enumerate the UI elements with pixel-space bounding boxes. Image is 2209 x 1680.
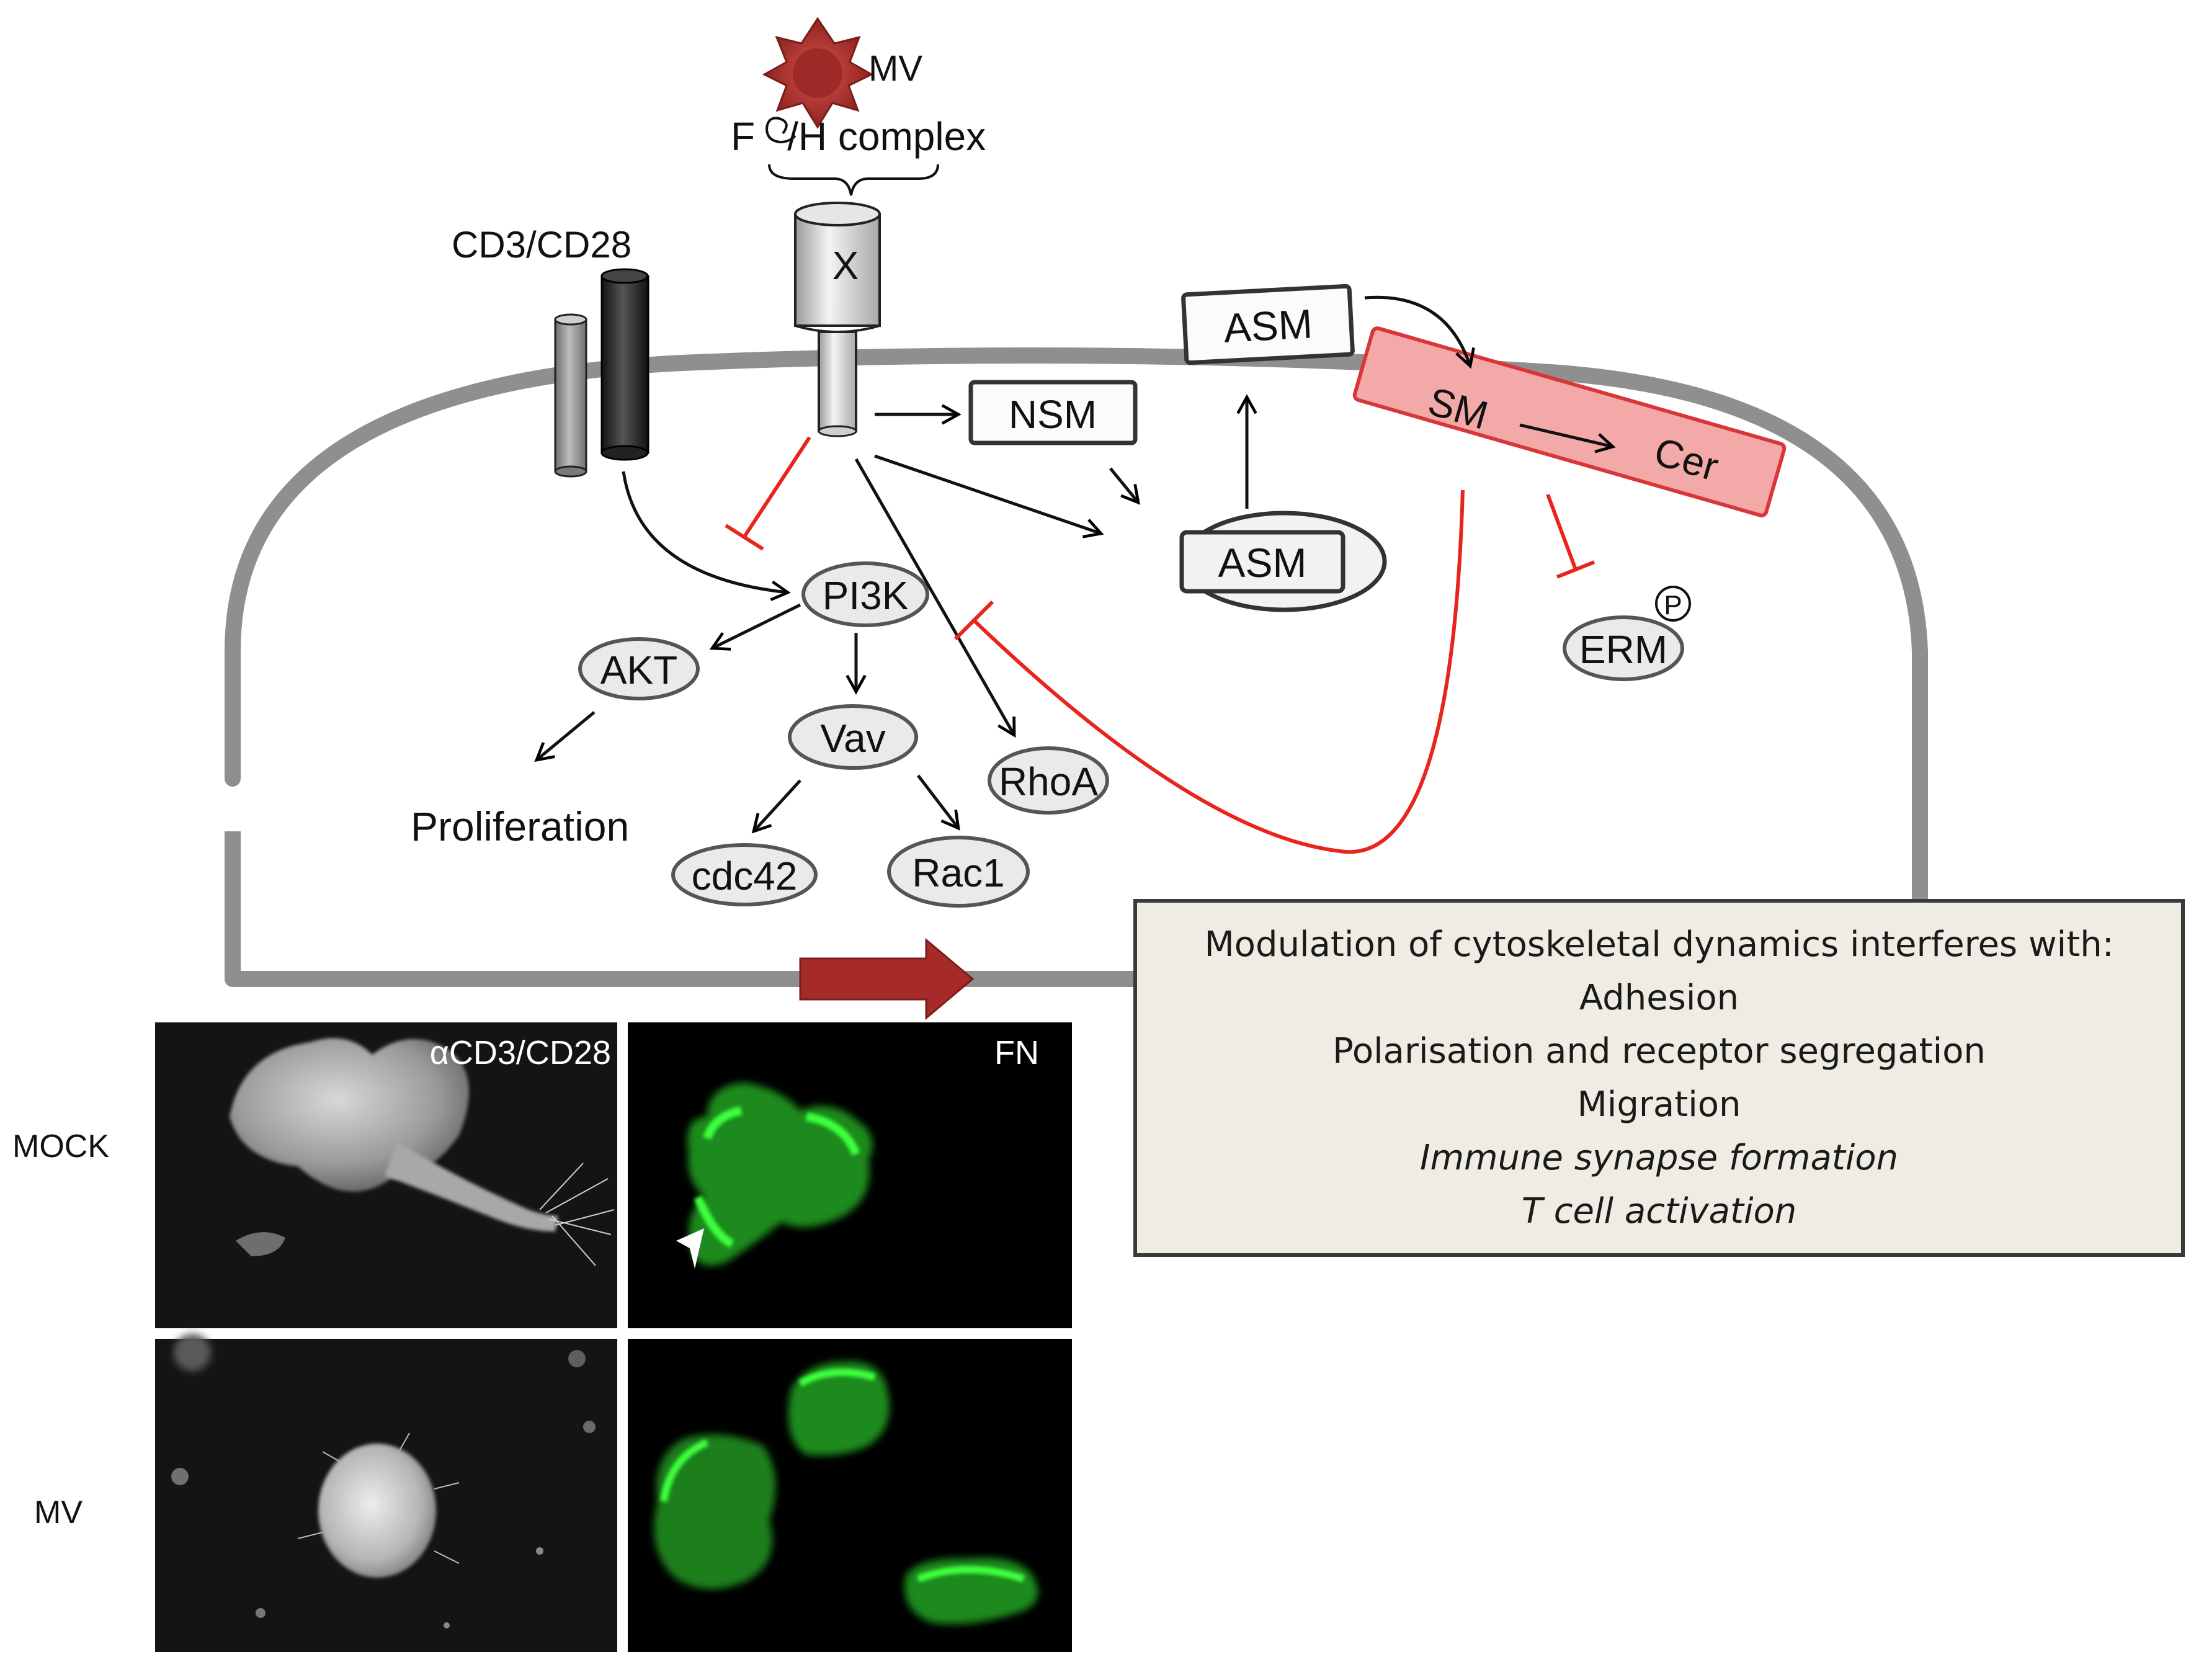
akt-node: AKT — [578, 637, 700, 700]
complex-curl-icon — [765, 117, 797, 144]
svg-text:ERM: ERM — [1579, 627, 1667, 672]
em-column-label: αCD3/CD28 — [430, 1034, 611, 1071]
arrow-x-to-rhoa — [854, 458, 1016, 738]
vav-node: Vav — [788, 704, 918, 770]
summary-box: Modulation of cytoskeletal dynamics inte… — [1133, 899, 2185, 1257]
asm-inner-box — [1179, 530, 1345, 594]
pi3k-node: PI3K — [801, 561, 929, 627]
asm-top-box — [1181, 284, 1355, 365]
inhibit-cer-to-erm — [1546, 493, 1578, 571]
cd3-receptor — [554, 313, 587, 478]
measles-virus-icon — [762, 17, 874, 129]
receptor-x — [794, 202, 881, 437]
inhibit-cer-loop — [972, 489, 1465, 854]
summary-title: Modulation of cytoskeletal dynamics inte… — [1204, 924, 2114, 965]
proliferation-label: Proliferation — [411, 803, 629, 849]
row-label-mv: MV — [34, 1495, 83, 1530]
cd28-receptor — [600, 268, 649, 461]
summary-item-italic: Immune synapse formation — [1419, 1137, 1899, 1178]
activation-arrows — [534, 295, 1475, 834]
sm-cer-box — [1352, 326, 1787, 517]
receptor-x-label: X — [832, 243, 859, 288]
micrograph-mv-fn — [628, 1339, 1072, 1652]
svg-text:RhoA: RhoA — [999, 759, 1098, 804]
arrow-x-to-asm — [874, 454, 1104, 538]
complex-brace — [768, 164, 939, 196]
svg-text:cdc42: cdc42 — [692, 854, 798, 898]
arrow-akt-to-proliferation — [534, 711, 596, 762]
inhibit-cer-to-erm-bar — [1556, 560, 1595, 579]
asm-inner-label: ASM — [1218, 540, 1306, 586]
row-label-mock: MOCK — [12, 1128, 109, 1164]
svg-text:Vav: Vav — [820, 716, 886, 761]
arrow-pi3k-to-akt — [709, 603, 801, 651]
summary-item-italic: T cell activation — [1521, 1191, 1797, 1231]
nsm-box — [968, 380, 1138, 445]
inhibit-cer-loop-bar — [953, 600, 994, 641]
inhibit-x-to-pi3k-bar — [725, 524, 764, 551]
arrow-vav-to-rac1 — [917, 774, 960, 831]
erm-node: ERM — [1563, 615, 1684, 681]
micrograph-mock-fn — [628, 1022, 1072, 1328]
micrograph-mock-em — [155, 1022, 617, 1328]
micrograph-mv-em — [155, 1334, 617, 1652]
sm-to-cer-arrow — [1519, 423, 1616, 454]
cdc42-node: cdc42 — [671, 843, 818, 906]
svg-text:Rac1: Rac1 — [912, 851, 1004, 895]
phospho-icon: P — [1655, 586, 1691, 622]
asm-top-label: ASM — [1223, 300, 1314, 351]
summary-item: Migration — [1577, 1084, 1741, 1125]
output-block-arrow — [799, 937, 975, 1021]
nsm-label: NSM — [1009, 392, 1097, 437]
arrowhead-pointer-icon — [676, 1228, 704, 1269]
svg-text:AKT: AKT — [600, 648, 677, 692]
complex-label: F/H complex — [731, 114, 986, 159]
cell-membrane — [225, 347, 1928, 911]
inhibition-lines — [725, 436, 1595, 854]
rhoa-node: RhoA — [988, 746, 1109, 815]
svg-text:PI3K: PI3K — [823, 573, 909, 618]
virus-label: MV — [868, 48, 922, 89]
inhibit-x-to-pi3k — [743, 436, 811, 538]
svg-text:P: P — [1664, 590, 1682, 620]
summary-item: Polarisation and receptor segregation — [1332, 1030, 1986, 1071]
cd3-cd28-label: CD3/CD28 — [452, 224, 631, 266]
arrow-nsm-to-asm — [1109, 467, 1141, 505]
arrow-asm-to-sm — [1364, 295, 1475, 369]
fn-column-label: FN — [994, 1034, 1039, 1071]
arrow-vav-to-cdc42 — [751, 779, 801, 834]
summary-item: Adhesion — [1579, 977, 1739, 1018]
rac1-node: Rac1 — [887, 836, 1030, 908]
arrow-cd28-to-pi3k — [622, 471, 791, 601]
